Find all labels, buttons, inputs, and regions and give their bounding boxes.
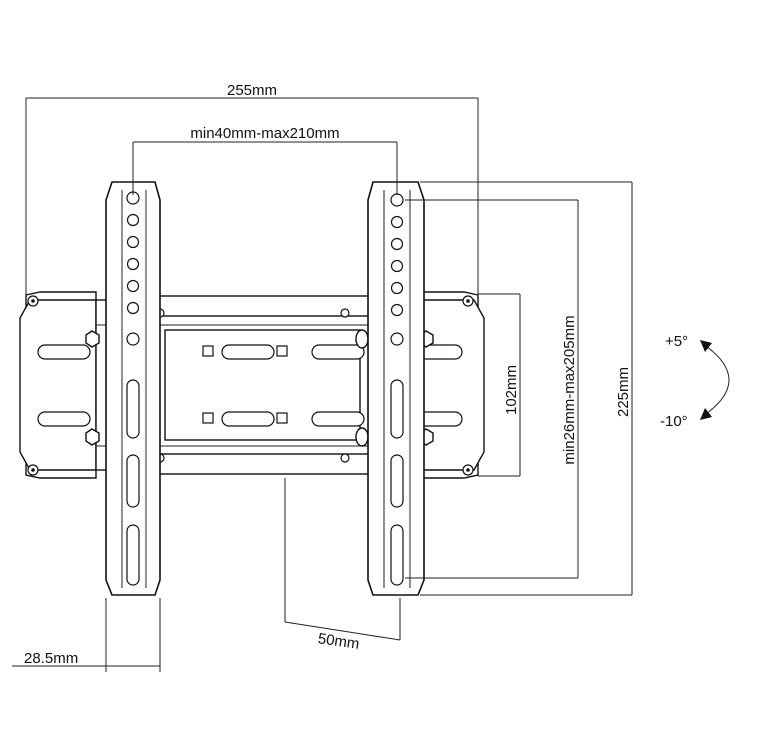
overall-height-label: 225mm: [615, 367, 632, 417]
dimension-hole-spacing-horizontal: min40mm-max210mm: [132, 125, 398, 195]
plate-height-label: 102mm: [503, 365, 520, 415]
hex-bolts: [85, 329, 434, 447]
dimension-wall-distance: 50mm: [284, 478, 401, 653]
tilt-down-label: -10°: [660, 413, 688, 430]
hole-spacing-vertical-label: min26mm-max205mm: [561, 315, 578, 464]
tilt-arrow-up-icon: [700, 340, 712, 352]
tilt-indicator: +5° -10°: [660, 333, 730, 430]
wall-distance-label: 50mm: [317, 630, 361, 653]
dimension-overall-height: 225mm: [420, 181, 633, 596]
tilt-up-label: +5°: [665, 333, 688, 350]
dimension-profile-depth: 28.5mm: [12, 598, 161, 672]
tilt-arrow-down-icon: [700, 408, 712, 420]
dimension-plate-height: 102mm: [478, 293, 521, 477]
hole-spacing-horizontal-label: min40mm-max210mm: [190, 125, 339, 142]
right-vertical-arm: [367, 181, 425, 596]
left-vertical-arm: [105, 181, 161, 596]
dimension-overall-width: 255mm: [25, 82, 479, 296]
dimension-hole-spacing-vertical: min26mm-max205mm: [405, 199, 579, 579]
overall-width-label: 255mm: [227, 82, 277, 99]
corner-screws: [27, 295, 474, 476]
profile-depth-label: 28.5mm: [24, 650, 78, 667]
